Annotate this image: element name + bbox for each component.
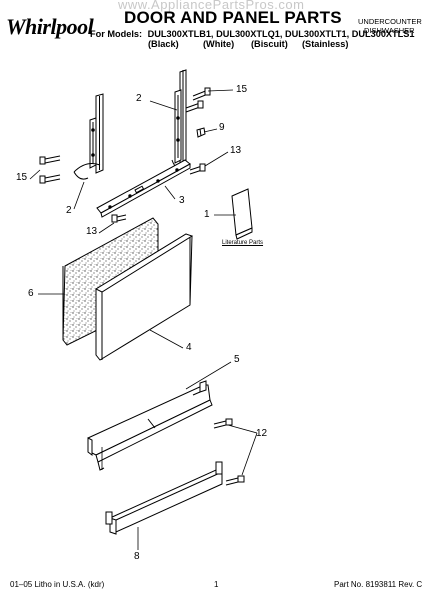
model-number: DUL300XTLB1, [147,29,214,39]
callout-2-lower: 2 [66,205,72,216]
model-color: (Black) [148,39,179,49]
product-type: UNDERCOUNTER DISHWASHER [358,17,422,35]
screw-13-upper [189,163,206,175]
model-number: DUL300XTLT1, [285,29,350,39]
screw-13-lower [111,214,127,223]
callout-8: 8 [134,551,140,562]
toe-panel [87,380,213,471]
leader-lines [29,89,258,550]
clip-9 [196,127,206,138]
literature-parts-label: Literature Parts [222,240,264,246]
product-type-line: DISHWASHER [364,26,415,35]
callout-12: 12 [256,428,268,439]
product-type-line: UNDERCOUNTER [358,17,422,26]
callout-6: 6 [28,288,34,299]
callout-15-lower: 15 [16,172,28,183]
left-door-bracket [73,93,104,180]
callout-1: 1 [204,209,210,220]
callout-9: 9 [219,122,225,133]
callout-2-upper: 2 [136,93,142,104]
footer-page-number: 1 [214,580,219,589]
watermark-text: www.AppliancePartsPros.com [118,0,305,12]
page-title: DOOR AND PANEL PARTS [124,8,342,27]
screw-12 [213,418,245,486]
callout-4: 4 [186,342,192,353]
callout-5: 5 [234,354,240,365]
screw-15-upper [185,87,211,113]
footer-part-number: Part No. 8193811 Rev. C [334,580,423,589]
callout-13-upper: 13 [230,145,242,156]
models-line: For Models: DUL300XTLB1, DUL300XTLQ1, DU… [90,29,415,39]
kick-plate [105,461,223,535]
screw-15-lower [39,155,61,184]
door-panel [94,233,194,361]
footer-litho: 01–05 Litho in U.S.A. (kdr) [10,580,105,589]
hinge-bar [96,159,191,218]
right-door-bracket [171,69,187,170]
model-number: DUL300XTLS1 [351,29,415,39]
model-color: (Stainless) [302,39,349,49]
model-color: (Biscuit) [251,39,288,49]
model-number: DUL300XTLQ1, [216,29,283,39]
literature-booklet [231,188,253,240]
model-color: (White) [203,39,235,49]
callout-3: 3 [179,195,185,206]
callout-13-lower: 13 [86,226,98,237]
models-label: For Models: [90,29,143,39]
whirlpool-logo: Whirlpool [6,14,94,39]
callout-15-upper: 15 [236,84,248,95]
